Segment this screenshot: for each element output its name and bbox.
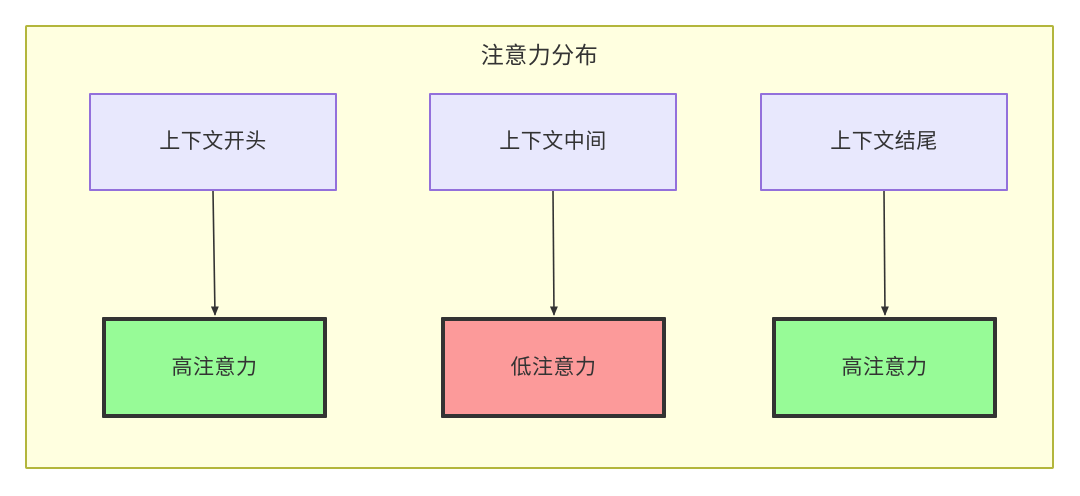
node-context-start-label: 上下文开头 bbox=[159, 130, 267, 153]
diagram-title: 注意力分布 bbox=[480, 42, 599, 68]
node-attention-start[interactable]: 高注意力 bbox=[102, 317, 327, 418]
node-attention-end-label: 高注意力 bbox=[841, 355, 928, 379]
node-context-middle-label: 上下文中间 bbox=[499, 130, 607, 153]
node-context-end[interactable]: 上下文结尾 bbox=[760, 93, 1008, 191]
node-attention-middle-label: 低注意力 bbox=[510, 355, 597, 379]
node-context-end-label: 上下文结尾 bbox=[830, 130, 938, 153]
node-context-start[interactable]: 上下文开头 bbox=[89, 93, 337, 191]
node-context-middle[interactable]: 上下文中间 bbox=[429, 93, 677, 191]
node-attention-middle[interactable]: 低注意力 bbox=[441, 317, 666, 418]
node-attention-start-label: 高注意力 bbox=[171, 355, 258, 379]
node-attention-end[interactable]: 高注意力 bbox=[772, 317, 997, 418]
